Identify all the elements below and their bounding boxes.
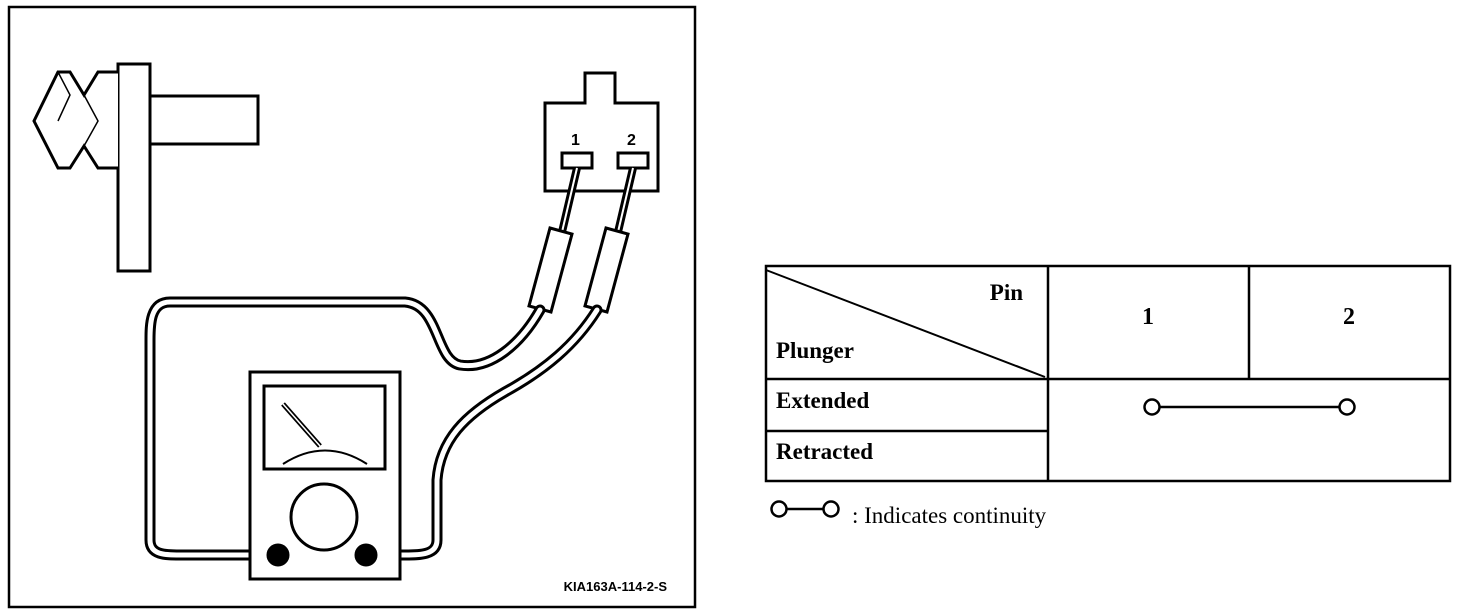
figure-code: KIA163A-114-2-S [564, 579, 668, 594]
legend-text: : Indicates continuity [852, 503, 1047, 528]
continuity-node-pin-1 [1143, 398, 1161, 416]
ohmmeter [248, 370, 402, 581]
switch-housing [148, 94, 260, 146]
connector-pin-2-label: 2 [627, 132, 636, 149]
meter-terminal-1 [266, 543, 290, 567]
continuity-indicator-extended [1143, 398, 1356, 416]
probe-body-2 [583, 226, 630, 314]
connector-terminal-2 [616, 151, 650, 170]
legend-continuity-symbol [770, 500, 840, 518]
connector-housing [543, 71, 660, 193]
switch-body [116, 62, 152, 273]
legend: : Indicates continuity [770, 500, 1047, 528]
test-leads [144, 296, 603, 561]
boot-folds [57, 71, 99, 147]
switch-connector: 1 2 [543, 71, 660, 193]
table-border [764, 264, 1452, 483]
connector-terminal-1 [560, 151, 594, 170]
continuity-node-pin-2 [1338, 398, 1356, 416]
probe-body-1 [527, 226, 574, 314]
row-retracted: Retracted [776, 439, 873, 464]
meter-range-dial [289, 482, 359, 552]
test-illustration: 1 2 [7, 5, 697, 609]
meter-terminal-2 [354, 543, 378, 567]
header-pin: Pin [990, 280, 1023, 305]
probe-bodies [527, 226, 630, 314]
connector-pin-1-label: 1 [571, 132, 580, 149]
header-diagonal [765, 269, 1046, 378]
plunger-switch [32, 62, 260, 273]
column-pin-1: 1 [1142, 304, 1154, 330]
header-plunger: Plunger [776, 338, 854, 363]
continuity-table: Pin Plunger 1 2 Extended Retracted [764, 264, 1452, 483]
plunger-boot [32, 70, 118, 170]
row-extended: Extended [776, 388, 870, 413]
probe-pins [558, 167, 637, 233]
column-pin-2: 2 [1343, 304, 1355, 330]
meter-display [262, 384, 387, 471]
illustration-frame [7, 5, 697, 609]
meter-scale [282, 449, 368, 465]
